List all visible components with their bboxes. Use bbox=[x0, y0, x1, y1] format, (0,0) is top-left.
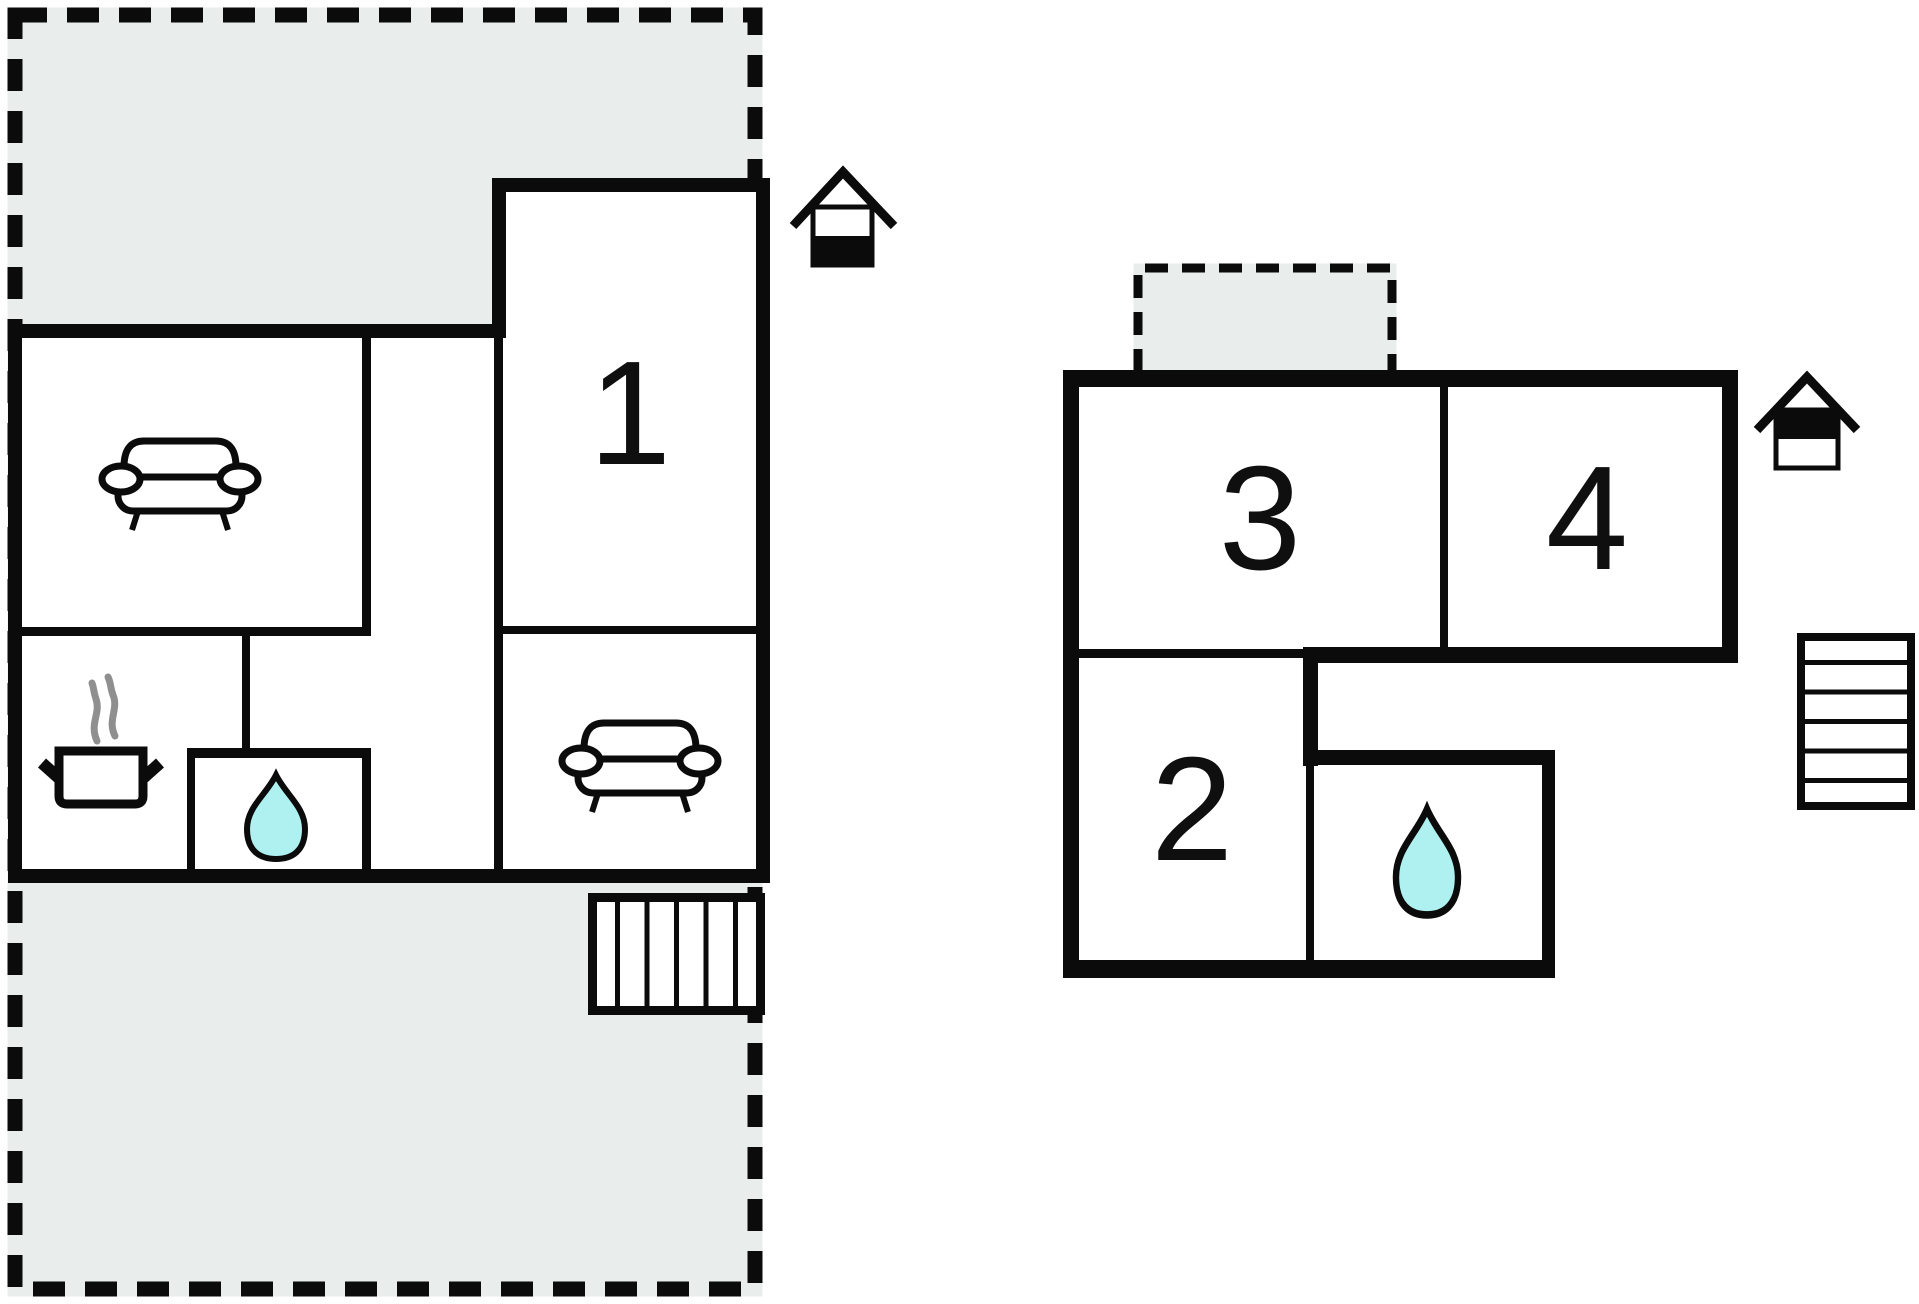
wall bbox=[1542, 750, 1555, 978]
wall bbox=[1306, 765, 1314, 965]
house-roof bbox=[1753, 370, 1861, 434]
sofa-arm-right bbox=[216, 462, 262, 496]
wall bbox=[187, 748, 195, 874]
sofa-bedroom-icon bbox=[558, 719, 722, 813]
wall bbox=[1063, 960, 1555, 978]
bathroom-drop-upper-floor-icon bbox=[1392, 800, 1462, 919]
stairs-upper-floor bbox=[1797, 633, 1915, 810]
sofa-leg-right bbox=[219, 510, 231, 531]
pot-body bbox=[54, 746, 148, 809]
wall bbox=[1079, 649, 1310, 658]
kitchen-stove-icon bbox=[37, 673, 165, 809]
wall bbox=[362, 748, 371, 874]
wall bbox=[242, 627, 250, 758]
house-filled-floor bbox=[813, 236, 872, 265]
sofa-arm-left bbox=[558, 744, 604, 778]
wall bbox=[22, 627, 371, 636]
sofa-living-room-icon bbox=[98, 437, 262, 531]
wall bbox=[503, 626, 756, 634]
wall bbox=[1063, 370, 1738, 387]
wall bbox=[756, 178, 770, 883]
wall bbox=[492, 178, 506, 338]
wall bbox=[492, 178, 770, 192]
stairs-border bbox=[1797, 633, 1915, 810]
walls bbox=[8, 178, 1738, 978]
steam-line bbox=[104, 673, 119, 740]
room-1-label: 1 bbox=[589, 331, 671, 496]
wall bbox=[1440, 387, 1448, 655]
wall bbox=[8, 324, 22, 883]
wall bbox=[494, 338, 503, 874]
wall bbox=[1063, 370, 1079, 978]
stairs-border bbox=[588, 893, 765, 1015]
sofa-leg-left bbox=[589, 792, 601, 813]
wall bbox=[362, 332, 371, 636]
room-4-label: 4 bbox=[1546, 436, 1628, 601]
zone-dashed-border bbox=[1133, 263, 1397, 372]
wall bbox=[1305, 647, 1738, 663]
water-drop-shape bbox=[1392, 800, 1462, 919]
sofa-arm-right bbox=[676, 744, 722, 778]
stairs-ground-floor bbox=[588, 893, 765, 1015]
wall bbox=[1722, 370, 1738, 663]
upper-floor-marker-icon bbox=[1753, 370, 1861, 471]
house-roof bbox=[789, 165, 898, 230]
sofa-leg-left bbox=[129, 510, 141, 531]
house-filled-floor bbox=[1776, 410, 1838, 439]
wall bbox=[8, 324, 506, 338]
room-2-label: 2 bbox=[1151, 727, 1233, 892]
sofa-leg-right bbox=[679, 792, 691, 813]
wall bbox=[187, 748, 371, 758]
ground-floor-marker-icon bbox=[789, 165, 898, 268]
steam-line bbox=[88, 679, 101, 745]
sofa-arm-left bbox=[98, 462, 144, 496]
balcony-zone bbox=[1133, 263, 1397, 372]
room-3-label: 3 bbox=[1219, 436, 1301, 601]
wall bbox=[1303, 750, 1555, 765]
wall bbox=[8, 869, 770, 883]
wall bbox=[1303, 647, 1318, 766]
water-drop-shape bbox=[243, 768, 309, 863]
zone-fill bbox=[1133, 263, 1397, 372]
bathroom-drop-ground-floor-icon bbox=[243, 768, 309, 863]
